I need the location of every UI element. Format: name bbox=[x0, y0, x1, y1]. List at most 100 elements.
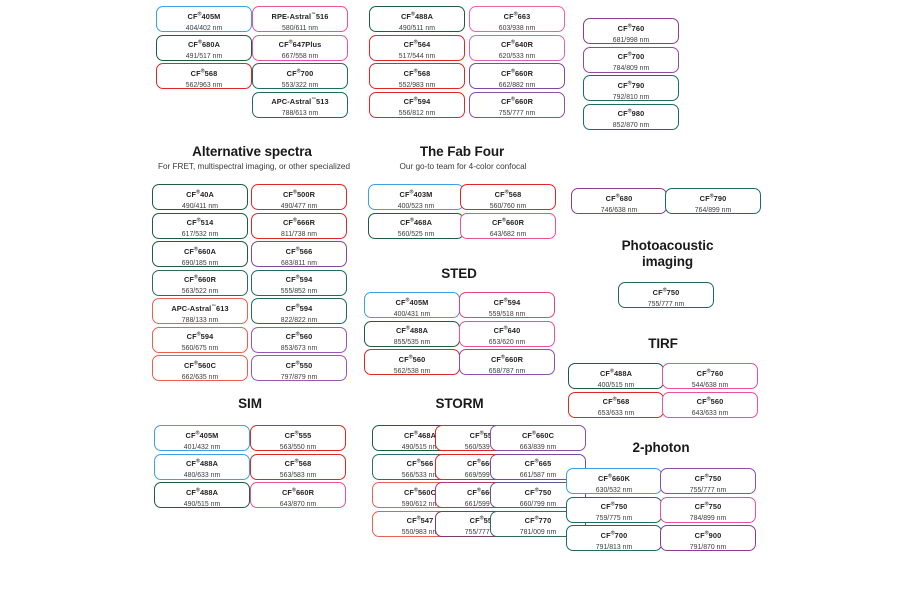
dye-wavelength: 560/539 nm bbox=[464, 443, 502, 451]
dye-wavelength: 667/558 nm bbox=[281, 53, 319, 61]
dye-wavelength: 662/882 nm bbox=[498, 81, 536, 89]
dye-name: CF®560 bbox=[398, 354, 426, 364]
dye-name: CF®560C bbox=[403, 487, 437, 497]
dye-name: CF®405M bbox=[395, 297, 429, 307]
dye-name: CF®980 bbox=[617, 109, 645, 119]
section-title-sim: SIM bbox=[238, 396, 262, 411]
dye-pill[interactable]: CF®594 555/852 nm bbox=[251, 269, 347, 296]
dye-name: CF®750 bbox=[600, 502, 628, 512]
dye-name: CF®660R bbox=[466, 487, 499, 497]
dye-pill[interactable]: CF®647Plus 667/558 nm bbox=[252, 34, 348, 61]
dye-wavelength: 400/431 nm bbox=[393, 310, 431, 318]
dye-pill[interactable]: CF®564 517/544 nm bbox=[369, 34, 465, 61]
dye-wavelength: 490/511 nm bbox=[399, 24, 435, 32]
dye-wavelength: 788/613 nm bbox=[281, 110, 319, 118]
dye-wavelength: 563/583 nm bbox=[279, 472, 317, 480]
dye-wavelength: 755/777 nm bbox=[498, 110, 536, 118]
dye-name: CF®660R bbox=[281, 487, 315, 497]
dye-wavelength: 643/870 nm bbox=[279, 500, 317, 508]
dye-name: APC-Astral™613 bbox=[171, 303, 229, 313]
dye-wavelength: 781/009 nm bbox=[519, 529, 557, 537]
dye-name: CF®564 bbox=[403, 40, 431, 50]
dye-wavelength: 555/852 nm bbox=[280, 288, 318, 296]
dye-wavelength: 653/620 nm bbox=[488, 339, 526, 347]
dye-name: CF®647Plus bbox=[278, 40, 322, 50]
dye-name: CF®594 bbox=[403, 97, 431, 107]
dye-wavelength: 617/532 nm bbox=[181, 231, 219, 239]
dye-name: CF®750 bbox=[694, 502, 722, 512]
dye-pill[interactable]: CF®660R 643/870 nm bbox=[250, 482, 346, 508]
dye-name: CF®594 bbox=[285, 275, 313, 285]
dye-wavelength: 792/810 nm bbox=[612, 93, 650, 101]
dye-pill[interactable]: CF®680 746/638 nm bbox=[571, 188, 667, 214]
dye-wavelength: 746/638 nm bbox=[600, 206, 638, 214]
dye-name: CF®760 bbox=[696, 368, 724, 378]
dye-name: CF®560 bbox=[696, 397, 724, 407]
dye-name: CF®680 bbox=[605, 193, 633, 203]
dye-pill[interactable]: CF®405M 400/431 nm bbox=[364, 292, 460, 318]
dye-name: CF®760 bbox=[617, 23, 645, 33]
dye-name: CF®555 bbox=[469, 430, 497, 440]
dye-wavelength: 590/612 nm bbox=[401, 500, 439, 508]
dye-wavelength: 517/544 nm bbox=[398, 53, 436, 61]
